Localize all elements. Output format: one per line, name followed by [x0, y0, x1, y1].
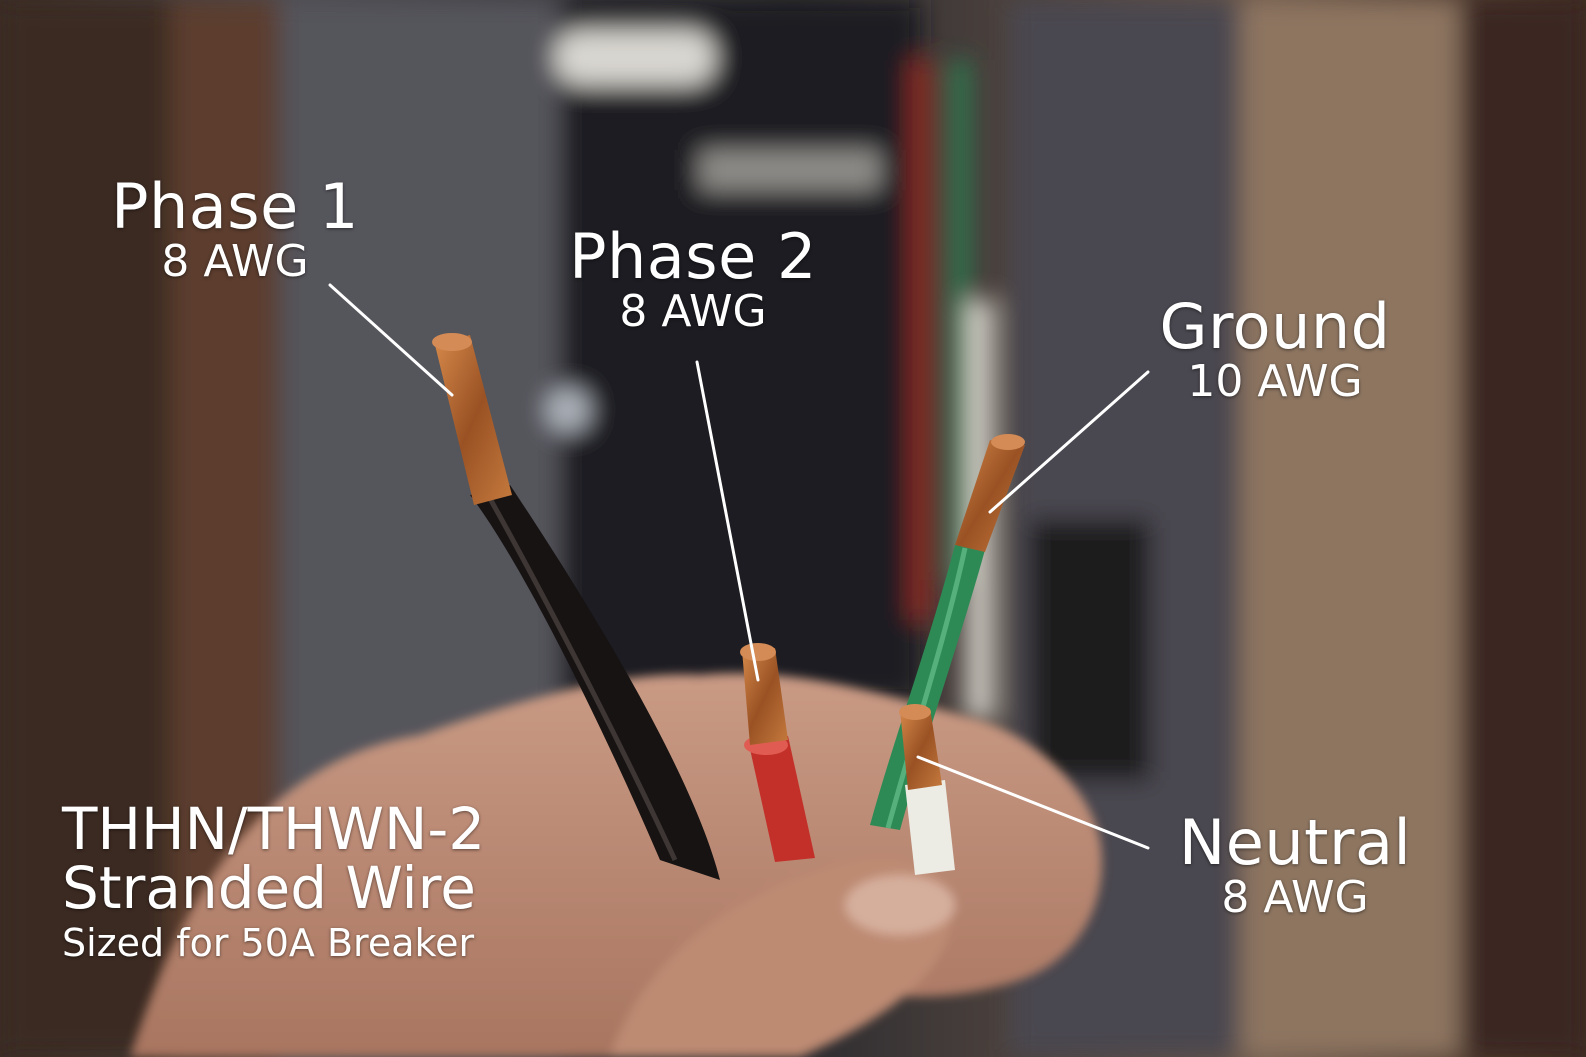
ground-leader: [988, 370, 1150, 514]
phase1-gauge: 8 AWG: [161, 236, 309, 287]
neutral-leader: [916, 755, 1150, 850]
neutral-gauge: 8 AWG: [1221, 872, 1369, 923]
phase1-wire: [432, 333, 720, 880]
phase1-leader: [328, 283, 454, 397]
neutral-name: Neutral: [1178, 806, 1412, 879]
phase2-gauge: 8 AWG: [619, 286, 767, 337]
ground-wire: [870, 434, 1025, 830]
leader-lines: [328, 283, 1150, 850]
ground-label: Ground 10 AWG: [1135, 296, 1415, 404]
neutral-wire: [899, 704, 955, 875]
caption-line-2: Stranded Wire: [62, 854, 476, 923]
neutral-label: Neutral 8 AWG: [1150, 812, 1440, 920]
hand: [130, 673, 1102, 1057]
ground-gauge: 10 AWG: [1187, 356, 1363, 407]
phase1-name: Phase 1: [111, 170, 359, 243]
ground-name: Ground: [1159, 290, 1391, 363]
phase2-leader: [695, 360, 760, 682]
phase1-label: Phase 1 8 AWG: [95, 176, 375, 284]
phase2-wire: [740, 643, 815, 862]
caption-line-1: THHN/THWN-2: [62, 795, 486, 863]
wire-caption: THHN/THWN-2 Stranded Wire Sized for 50A …: [62, 795, 486, 966]
caption-line-3: Sized for 50A Breaker: [62, 921, 475, 966]
phase2-name: Phase 2: [569, 220, 817, 293]
phase2-label: Phase 2 8 AWG: [553, 226, 833, 334]
